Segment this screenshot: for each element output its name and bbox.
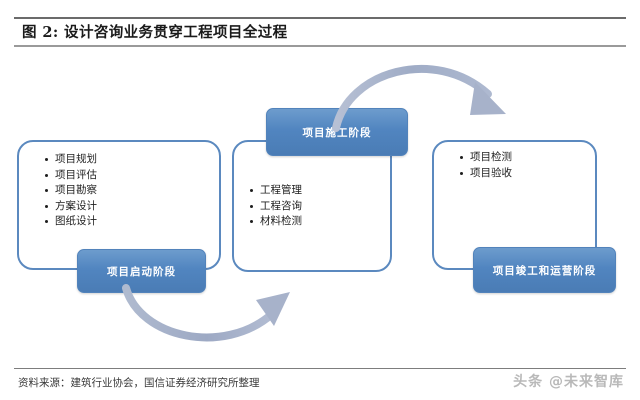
curved-arrow-icon-construction-to-completion (332, 65, 506, 132)
list-item: 项目规划 (44, 152, 97, 168)
watermark: 头条 @未来智库 (513, 374, 624, 390)
list-item: 工程咨询 (249, 199, 302, 215)
stage-label-project-completion: 项目竣工和运营阶段 (473, 247, 616, 293)
bullet-list-project-construction: 工程管理 工程咨询 材料检测 (249, 183, 302, 230)
stage-label-project-start: 项目启动阶段 (77, 249, 206, 293)
footer-rule (14, 368, 626, 369)
source-note: 资料来源：建筑行业协会，国信证券经济研究所整理 (18, 377, 260, 389)
list-item: 项目检测 (459, 150, 512, 166)
list-item: 项目勘察 (44, 183, 97, 199)
panel-project-start (17, 140, 221, 270)
list-item: 材料检测 (249, 214, 302, 230)
header-rule-bottom (14, 45, 626, 47)
curved-arrow-icon-start-to-construction (122, 284, 290, 342)
list-item: 方案设计 (44, 199, 97, 215)
list-item: 图纸设计 (44, 214, 97, 230)
list-item: 工程管理 (249, 183, 302, 199)
list-item: 项目验收 (459, 166, 512, 182)
bullet-list-project-start: 项目规划 项目评估 项目勘察 方案设计 图纸设计 (44, 152, 97, 230)
header-rule-top (14, 17, 626, 19)
bullet-list-project-completion: 项目检测 项目验收 (459, 150, 512, 181)
list-item: 项目评估 (44, 168, 97, 184)
figure-title: 图 2: 设计咨询业务贯穿工程项目全过程 (22, 24, 288, 41)
